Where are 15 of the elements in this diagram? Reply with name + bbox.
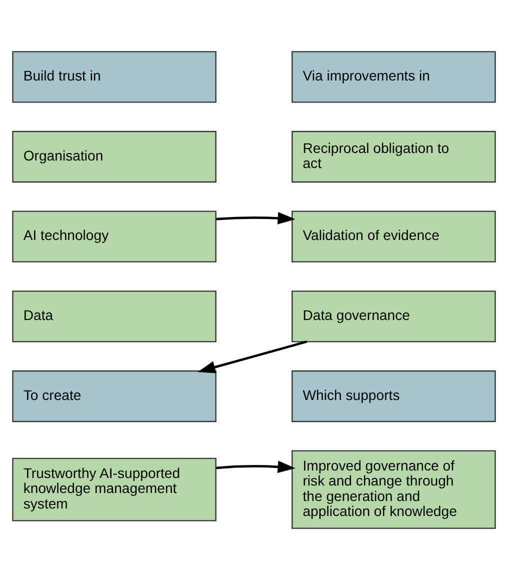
- node-box: Improved governance of risk and change through the generation and application of knowledge: [292, 450, 496, 529]
- node-box: Data: [12, 290, 216, 342]
- node-box: Trustworthy AI-supported knowledge management system: [12, 458, 216, 522]
- node-box: Organisation: [12, 130, 216, 183]
- arrow: [216, 460, 296, 474]
- node-box: Reciprocal obligation to act: [292, 130, 496, 183]
- arrow: [198, 340, 308, 374]
- node-box: Build trust in: [12, 51, 216, 103]
- node-box: Via improvements in: [292, 51, 496, 103]
- arrow: [216, 212, 296, 224]
- node-box: To create: [12, 370, 216, 422]
- node-box: Which supports: [292, 370, 496, 422]
- node-box: Validation of evidence: [292, 210, 496, 262]
- node-box: AI technology: [12, 210, 216, 262]
- node-box: Data governance: [292, 290, 496, 342]
